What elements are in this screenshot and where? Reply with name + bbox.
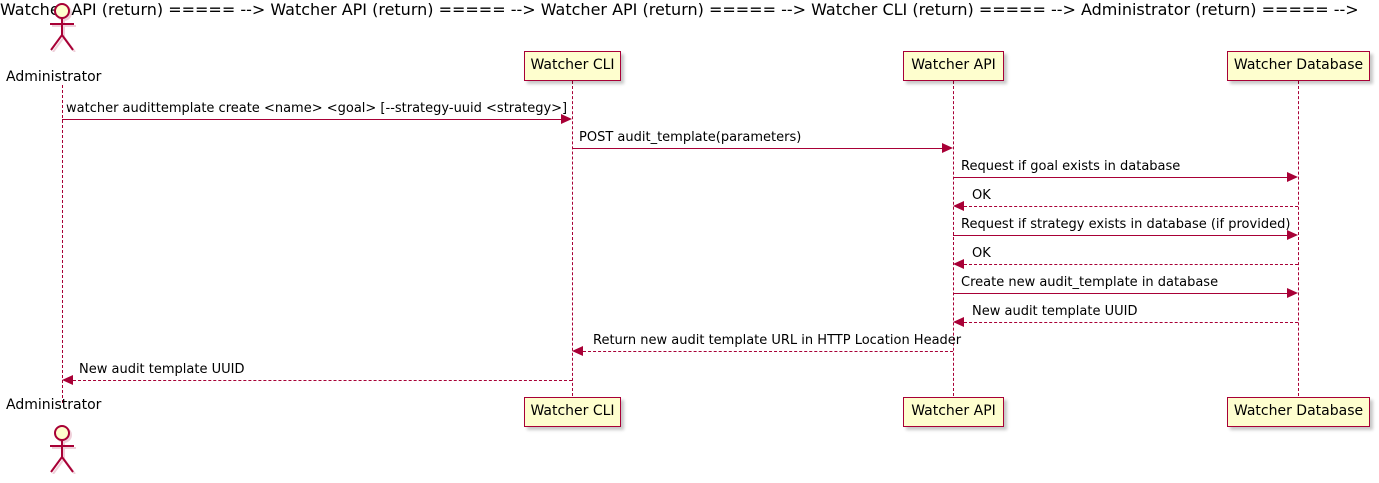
message-label-9: Return new audit template URL in HTTP Lo… bbox=[593, 333, 962, 348]
message-label-2: POST audit_template(parameters) bbox=[579, 130, 802, 145]
message-label-4: OK bbox=[972, 188, 991, 203]
participant-watcher-cli-top[interactable]: Watcher CLI bbox=[524, 51, 621, 81]
arrowhead-9 bbox=[572, 346, 583, 356]
participant-watcher-database-top[interactable]: Watcher Database bbox=[1227, 51, 1370, 81]
arrowhead-10 bbox=[62, 375, 73, 385]
lifeline-watcher-cli bbox=[572, 81, 573, 396]
message-line-7 bbox=[953, 293, 1287, 294]
participant-watcher-cli-bottom[interactable]: Watcher CLI bbox=[524, 397, 621, 427]
message-label-5: Request if strategy exists in database (… bbox=[961, 217, 1291, 232]
lifeline-watcher-api bbox=[953, 81, 954, 396]
participant-watcher-api-bottom[interactable]: Watcher API bbox=[903, 397, 1004, 427]
message-label-8: New audit template UUID bbox=[972, 304, 1138, 319]
message-line-10 bbox=[73, 380, 572, 381]
actor-label-administrator-top: Administrator bbox=[6, 69, 102, 85]
actor-label-administrator-bottom: Administrator bbox=[6, 397, 102, 413]
message-line-1 bbox=[62, 119, 561, 120]
participant-watcher-api-top[interactable]: Watcher API bbox=[903, 51, 1004, 81]
lifeline-watcher-database bbox=[1298, 81, 1299, 396]
message-line-8 bbox=[964, 322, 1298, 323]
arrowhead-3 bbox=[1287, 172, 1298, 182]
message-line-4 bbox=[964, 206, 1298, 207]
participant-watcher-database-bottom[interactable]: Watcher Database bbox=[1227, 397, 1370, 427]
arrowhead-7 bbox=[1287, 288, 1298, 298]
arrowhead-4 bbox=[953, 201, 964, 211]
message-line-3 bbox=[953, 177, 1287, 178]
message-label-1: watcher audittemplate create <name> <goa… bbox=[66, 101, 568, 116]
actor-administrator-top bbox=[44, 2, 80, 53]
message-line-5 bbox=[953, 235, 1287, 236]
arrowhead-8 bbox=[953, 317, 964, 327]
message-line-6 bbox=[964, 264, 1298, 265]
message-line-2 bbox=[572, 148, 942, 149]
arrowhead-5 bbox=[1287, 230, 1298, 240]
message-line-9 bbox=[583, 351, 953, 352]
message-label-10: New audit template UUID bbox=[79, 362, 245, 377]
message-label-6: OK bbox=[972, 246, 991, 261]
actor-administrator-bottom bbox=[44, 424, 80, 475]
arrowhead-1 bbox=[561, 114, 572, 124]
arrowhead-6 bbox=[953, 259, 964, 269]
arrowhead-2 bbox=[942, 143, 953, 153]
message-label-7: Create new audit_template in database bbox=[961, 275, 1219, 290]
lifeline-administrator bbox=[62, 85, 63, 403]
message-label-3: Request if goal exists in database bbox=[961, 159, 1181, 174]
